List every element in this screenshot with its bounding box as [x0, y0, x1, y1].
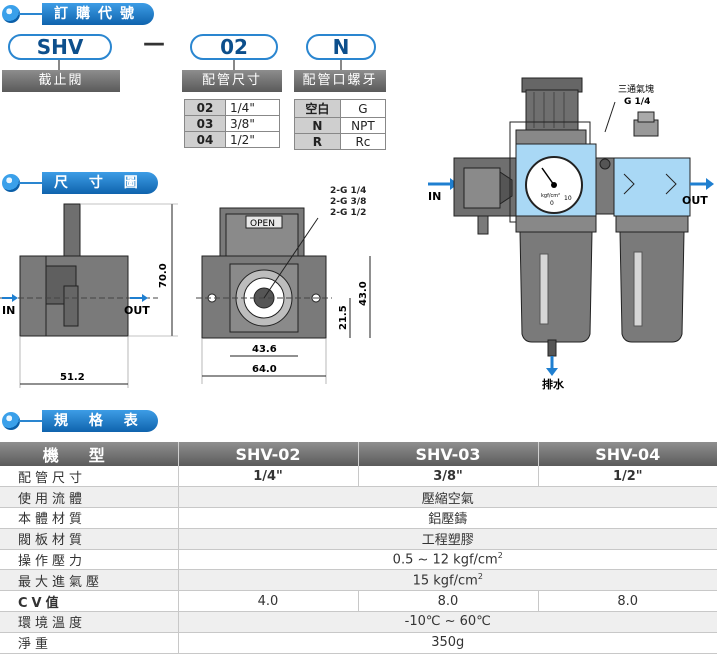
code-dash: — — [143, 31, 165, 56]
spec-table: 機型 SHV-02 SHV-03 SHV-04 配管尺寸 1/4" 3/8" 1… — [0, 442, 717, 654]
spec-header-col: SHV-04 — [538, 442, 717, 466]
dim-height-center: 21.5 — [338, 305, 349, 330]
drain-label: 排水 — [542, 377, 565, 391]
assembly-drawing: kgf/cm² 0 10 排水 三通氣塊 G 1/4 IN OUT — [428, 77, 714, 391]
spec-header-model: 機型 — [0, 442, 179, 466]
tee-thread: G 1/4 — [624, 97, 650, 107]
table-row: 使用流體 壓縮空氣 — [0, 486, 717, 509]
section-dimensions-title: 尺 寸 圖 — [42, 172, 158, 194]
side-in-label: IN — [2, 304, 15, 317]
bullet-icon — [2, 174, 20, 192]
dim-height-total: 70.0 — [158, 263, 169, 288]
bullet-icon — [2, 412, 20, 430]
assembly-out-label: OUT — [682, 194, 708, 207]
gauge-scale-min: 0 — [550, 200, 554, 207]
dim-width-front: 64.0 — [252, 364, 277, 375]
model-label: 截止閥 — [2, 70, 120, 92]
open-label: OPEN — [250, 219, 275, 229]
bullet-icon — [2, 5, 20, 23]
thread-label: 配管口螺牙 — [294, 70, 386, 92]
table-row: CV值 4.0 8.0 8.0 — [0, 590, 717, 613]
spec-header-col: SHV-03 — [358, 442, 539, 466]
table-row: 環境溫度 -10℃ ~ 60℃ — [0, 611, 717, 633]
size-code: 02 — [190, 34, 278, 60]
table-row: 操作壓力 0.5 ~ 12 kgf/cm2 — [0, 549, 717, 571]
table-row: 淨重 350g — [0, 632, 717, 654]
dim-width-side: 51.2 — [60, 372, 85, 383]
dimension-drawing: IN OUT 70.0 51.2 OPEN 43.6 64.0 43.0 21.… — [0, 203, 371, 388]
tee-label: 三通氣塊 — [618, 83, 654, 95]
spec-header-col: SHV-02 — [178, 442, 359, 466]
gauge-unit: kgf/cm² — [541, 193, 560, 199]
thread-code: N — [306, 34, 376, 60]
assembly-in-label: IN — [428, 190, 441, 203]
model-code: SHV — [8, 34, 112, 60]
table-row: 本體材質 鋁壓鑄 — [0, 507, 717, 529]
port-thread-list: 2-G 1/4 2-G 3/8 2-G 1/2 — [330, 186, 367, 218]
size-label: 配管尺寸 — [182, 70, 282, 92]
gauge-scale-max: 10 — [564, 195, 572, 202]
side-out-label: OUT — [124, 304, 150, 317]
table-row: 閥板材質 工程塑膠 — [0, 528, 717, 550]
section-specs-title: 規 格 表 — [42, 410, 158, 432]
section-order-title: 訂購代號 — [42, 3, 154, 25]
table-row: 最大進氣壓 15 kgf/cm2 — [0, 569, 717, 592]
table-row: 配管尺寸 1/4" 3/8" 1/2" — [0, 466, 717, 488]
spec-header-row: 機型 SHV-02 SHV-03 SHV-04 — [0, 442, 717, 466]
dim-height-right: 43.0 — [358, 281, 369, 306]
dim-width-inner: 43.6 — [252, 344, 277, 355]
